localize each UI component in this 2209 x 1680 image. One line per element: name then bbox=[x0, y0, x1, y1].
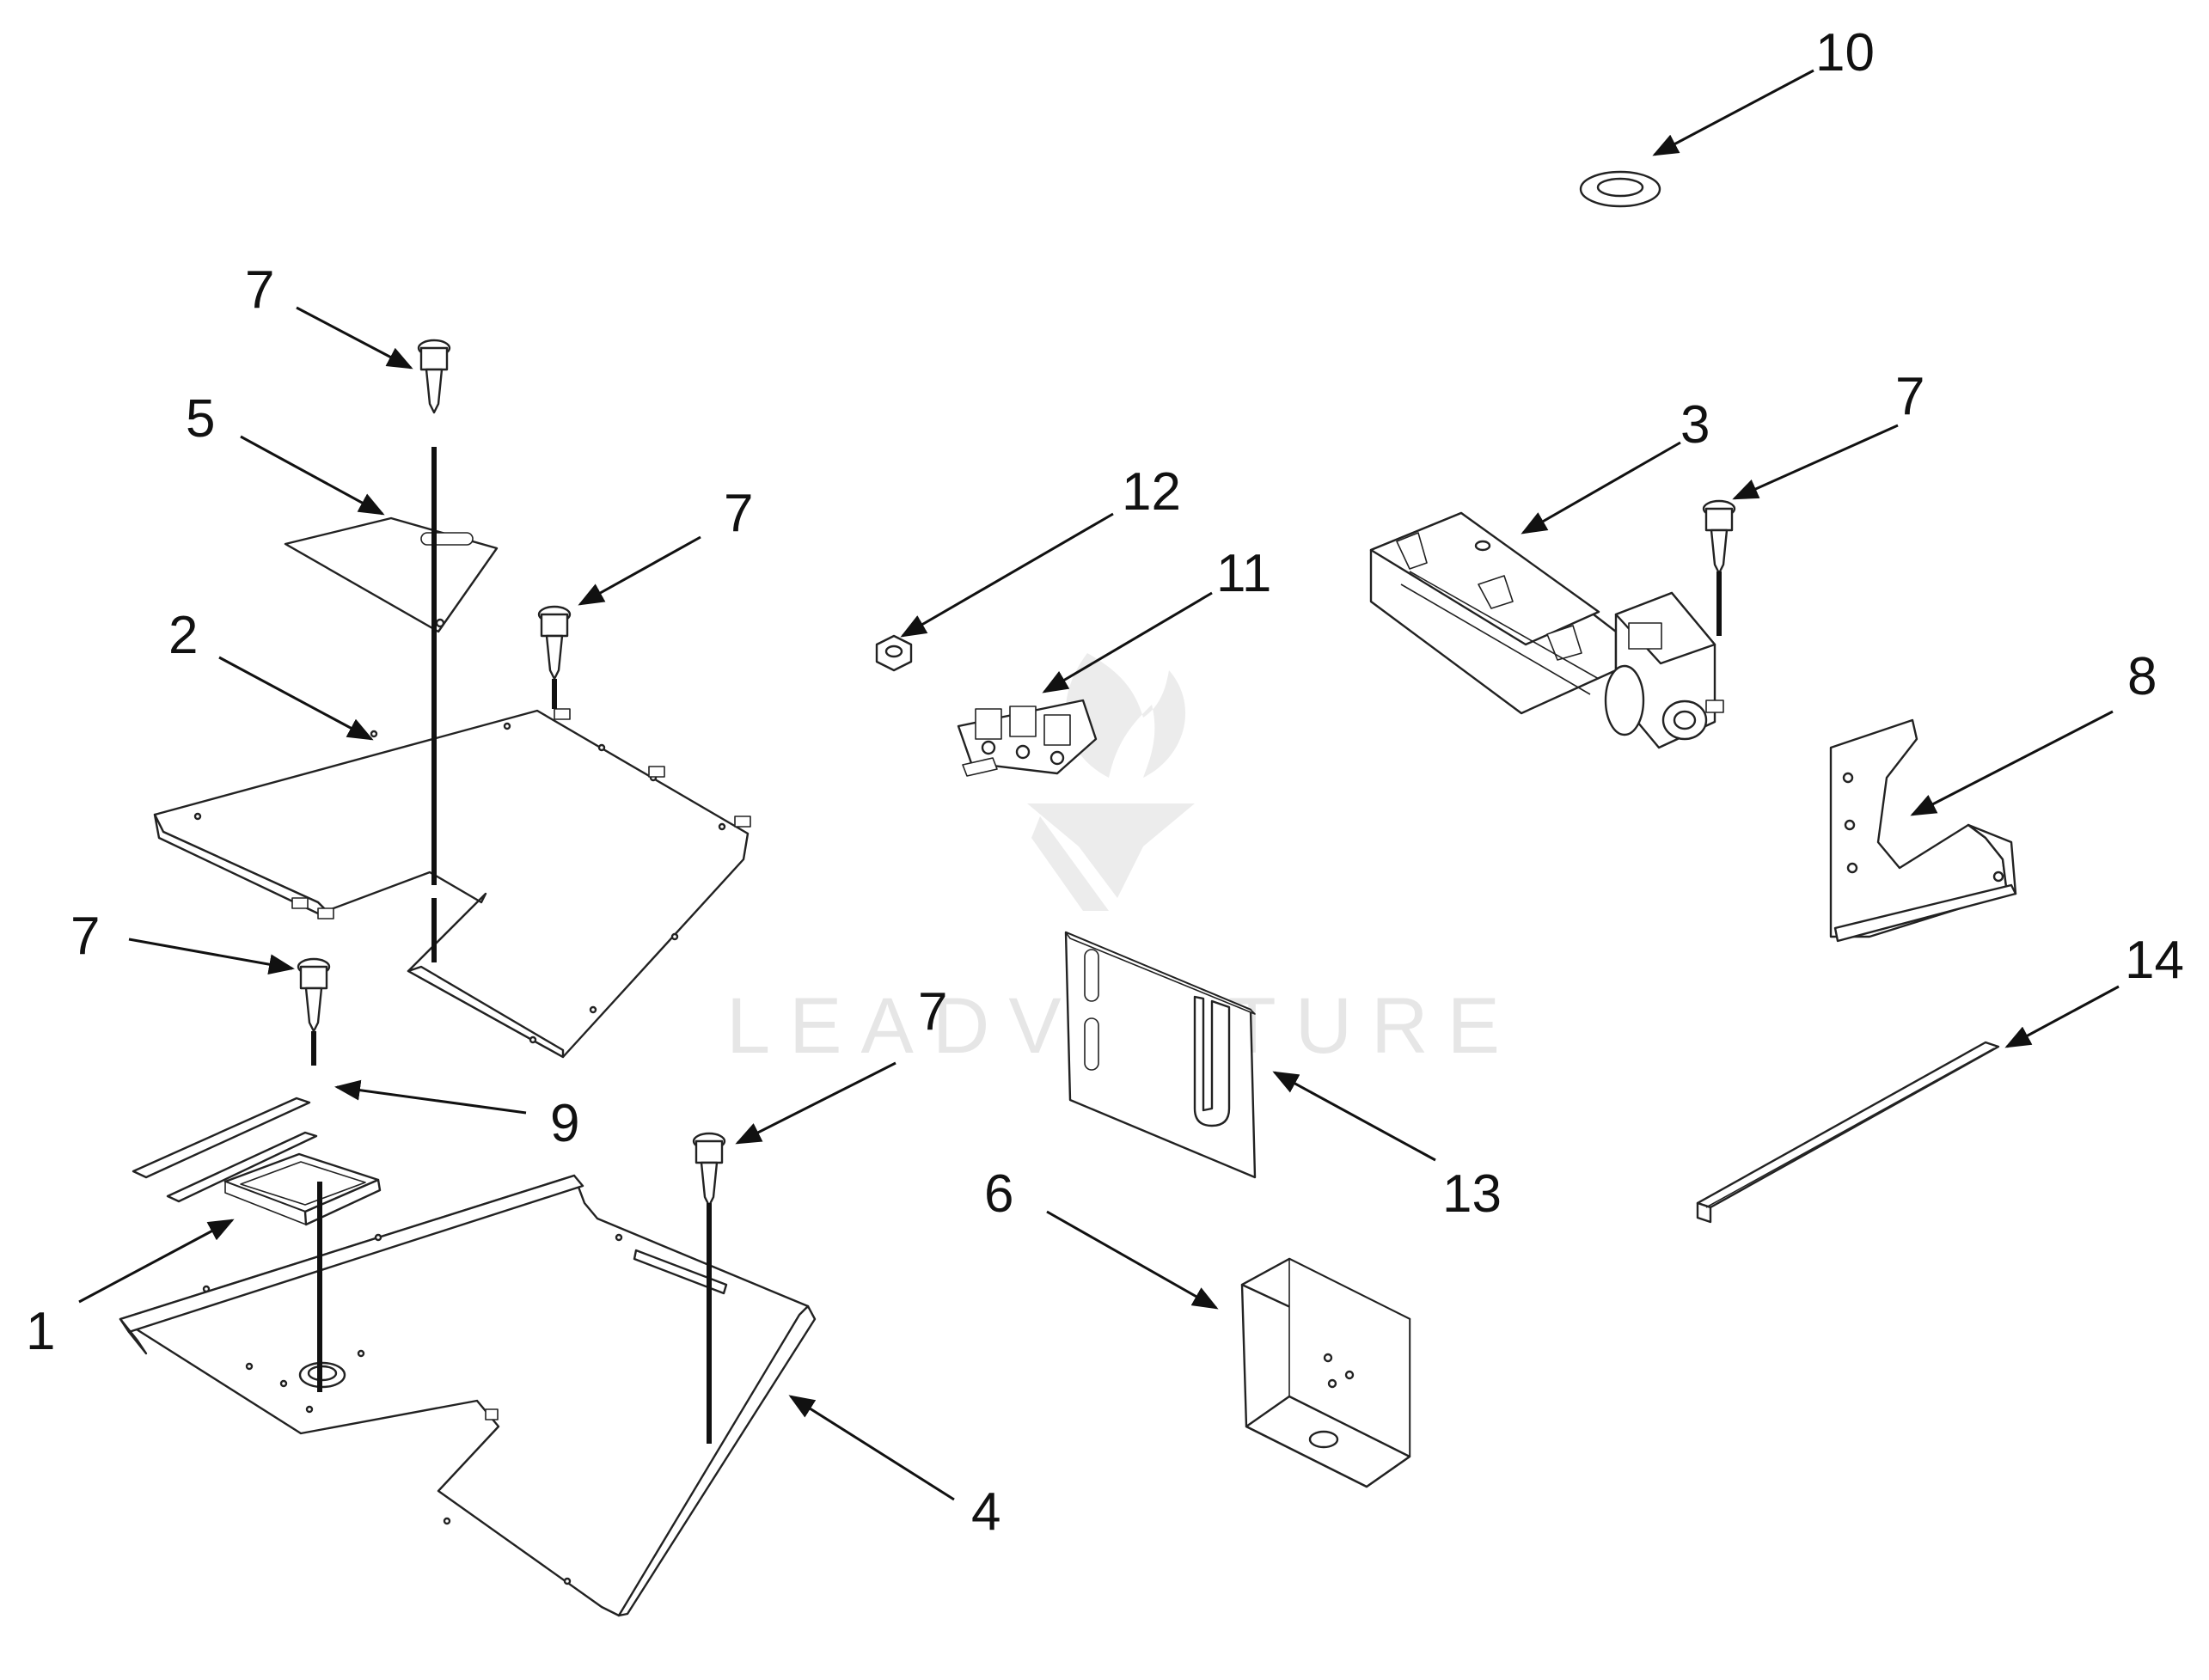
part-7-screw-top-left bbox=[417, 339, 451, 414]
part-11-terminal-block bbox=[957, 699, 1098, 777]
callout-11: 11 bbox=[1216, 544, 1271, 603]
callout-8: 8 bbox=[2127, 647, 2157, 706]
part-6-junction-box bbox=[1240, 1257, 1411, 1488]
callout-labels: 1 2 3 4 5 6 7 7 7 7 7 8 9 10 11 12 13 14 bbox=[26, 23, 2184, 1542]
callout-6: 6 bbox=[984, 1164, 1013, 1224]
part-4-bottom-tray bbox=[119, 1174, 817, 1617]
assembly-axis-lines bbox=[311, 447, 1722, 1444]
callout-7-lower-middle: 7 bbox=[918, 982, 947, 1042]
callout-7-middle: 7 bbox=[724, 484, 753, 543]
part-7-screw-lower-left bbox=[297, 957, 331, 1033]
part-7-screw-right bbox=[1702, 499, 1736, 575]
part-14-seal-strip bbox=[1696, 1041, 2000, 1224]
callout-7: 7 bbox=[245, 260, 274, 320]
part-1-bracket bbox=[223, 1152, 382, 1226]
callout-14: 14 bbox=[2125, 931, 2184, 990]
part-7-screw-middle bbox=[537, 605, 572, 681]
part-9-gasket-strip bbox=[132, 1097, 318, 1203]
part-12-hex-nut bbox=[875, 634, 913, 672]
part-5-cover-plate bbox=[284, 516, 499, 633]
callout-2: 2 bbox=[168, 606, 198, 665]
callout-7-right: 7 bbox=[1895, 367, 1924, 426]
part-7-screw-lower-middle bbox=[692, 1132, 726, 1207]
part-3-gas-valve bbox=[1369, 511, 1724, 749]
callout-3: 3 bbox=[1680, 395, 1710, 455]
part-10-washer bbox=[1579, 170, 1661, 208]
callout-13: 13 bbox=[1442, 1164, 1502, 1224]
callout-9: 9 bbox=[550, 1094, 579, 1153]
callout-5: 5 bbox=[186, 389, 215, 449]
callout-10: 10 bbox=[1815, 23, 1875, 82]
callout-1: 1 bbox=[26, 1302, 55, 1361]
part-8-mounting-bracket bbox=[1829, 718, 2017, 943]
callout-7-lower-left: 7 bbox=[70, 907, 100, 966]
callout-4: 4 bbox=[971, 1482, 1000, 1542]
leader-arrows bbox=[78, 69, 2120, 1501]
part-13-slotted-plate bbox=[1064, 931, 1257, 1179]
watermark-logo bbox=[1027, 653, 1195, 911]
part-2-top-panel bbox=[153, 708, 751, 1059]
callout-12: 12 bbox=[1122, 462, 1181, 522]
